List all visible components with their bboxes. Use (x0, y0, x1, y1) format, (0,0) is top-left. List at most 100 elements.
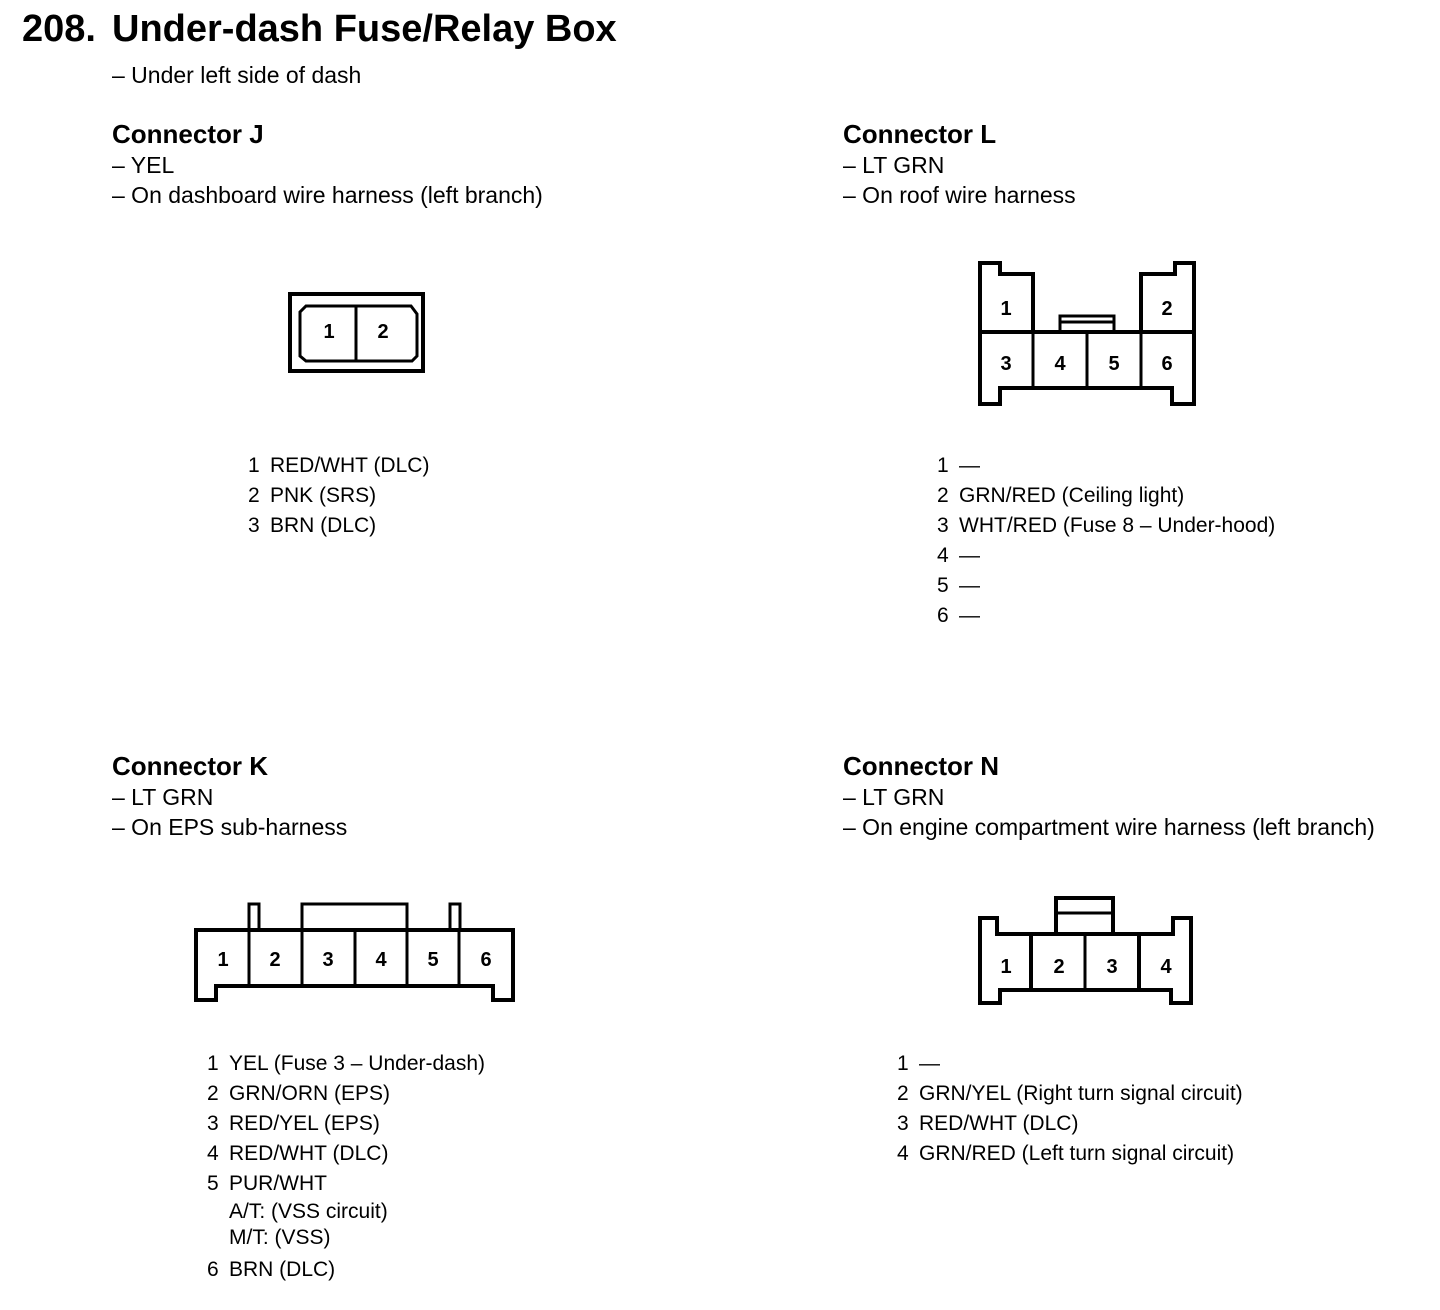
connector-k-post (448, 902, 462, 930)
connector-j-title: Connector J (112, 119, 264, 149)
pin-description: GRN/RED (Ceiling light) (959, 484, 1185, 507)
pin-number: 2 (897, 1082, 909, 1105)
pin-description: GRN/RED (Left turn signal circuit) (919, 1142, 1235, 1165)
pin-row: 3 BRN (DLC) (248, 511, 429, 541)
pin-description: — (919, 1052, 940, 1075)
pin-number: 1 (937, 454, 949, 477)
pin-row: 2 GRN/RED (Ceiling light) (937, 481, 1275, 511)
connector-l-cavity-3: 3 (1000, 353, 1011, 375)
connector-k-location: – On EPS sub-harness (112, 814, 348, 840)
connector-k-section: Connector K – LT GRN – On EPS sub-harnes… (112, 750, 347, 842)
pin-description: RED/WHT (DLC) (270, 454, 430, 477)
connector-n-section: Connector N – LT GRN – On engine compart… (843, 750, 1375, 842)
connector-l-location: – On roof wire harness (843, 182, 1076, 208)
page-subtitle: – Under left side of dash (112, 62, 362, 88)
connector-k-cavity-6: 6 (480, 949, 491, 971)
pin-number: 2 (207, 1082, 219, 1105)
pin-number: 3 (937, 514, 949, 537)
pin-row: 4 RED/WHT (DLC) (207, 1139, 485, 1169)
connector-l-section: Connector L – LT GRN – On roof wire harn… (843, 118, 1076, 210)
pin-row: 3 RED/WHT (DLC) (897, 1109, 1243, 1139)
connector-n-shell (978, 916, 1193, 1005)
pin-description: — (959, 544, 980, 567)
pin-number: 6 (937, 604, 949, 627)
connector-j-section: Connector J – YEL – On dashboard wire ha… (112, 118, 543, 210)
pin-row: 5 PUR/WHT A/T: (VSS circuit) M/T: (VSS) (207, 1169, 485, 1251)
connector-j-inner-shell (298, 304, 419, 363)
pin-row: 1— (937, 451, 1275, 481)
connector-k-color: – LT GRN (112, 784, 214, 810)
connector-n-cavity-4: 4 (1160, 956, 1172, 978)
connector-l-cavity-5: 5 (1108, 353, 1119, 375)
connector-n-cavity-3: 3 (1106, 956, 1117, 978)
pin-number: 4 (937, 544, 949, 567)
pin-sub-description: M/T: (VSS) (229, 1226, 331, 1249)
connector-j-location: – On dashboard wire harness (left branch… (112, 182, 543, 208)
connector-l-diagram: 1 2 3 4 5 6 (978, 261, 1196, 406)
pin-description: BRN (DLC) (270, 514, 377, 537)
pin-row: 6 BRN (DLC) (207, 1255, 485, 1285)
connector-k-diagram: 1 2 3 4 5 6 (194, 902, 515, 1002)
pin-number: 5 (937, 574, 949, 597)
connector-j-cavity-1: 1 (323, 321, 334, 343)
pin-number: 6 (207, 1258, 219, 1281)
pin-description: — (959, 574, 980, 597)
pin-number: 1 (897, 1052, 909, 1075)
connector-l-lock-tab (1058, 314, 1116, 334)
pin-description: GRN/YEL (Right turn signal circuit) (919, 1082, 1243, 1105)
pin-number: 1 (248, 454, 260, 477)
pin-description: BRN (DLC) (229, 1258, 336, 1281)
connector-l-cavity-6: 6 (1161, 353, 1172, 375)
connector-n-diagram: 1 2 3 4 (978, 896, 1193, 1005)
pin-number: 1 (207, 1052, 219, 1075)
connector-k-lock-tab (300, 902, 409, 930)
pin-number: 3 (897, 1112, 909, 1135)
pin-description: RED/WHT (DLC) (919, 1112, 1079, 1135)
connector-k-cavity-5: 5 (427, 949, 438, 971)
pin-description: RED/WHT (DLC) (229, 1142, 389, 1165)
pin-description: WHT/RED (Fuse 8 – Under-hood) (959, 514, 1276, 537)
pin-row: 4— (937, 541, 1275, 571)
pin-description: — (959, 604, 980, 627)
connector-k-title: Connector K (112, 751, 268, 781)
pin-row: 6— (937, 601, 1275, 631)
pin-description: YEL (Fuse 3 – Under-dash) (229, 1052, 486, 1075)
connector-k-post (247, 902, 261, 930)
pin-number: 4 (897, 1142, 909, 1165)
pin-row: 1 YEL (Fuse 3 – Under-dash) (207, 1049, 485, 1079)
pin-description: RED/YEL (EPS) (229, 1112, 380, 1135)
connector-n-title: Connector N (843, 751, 999, 781)
connector-l-cavity-1: 1 (1000, 298, 1011, 320)
connector-k-shell (194, 928, 515, 1002)
pin-number: 2 (937, 484, 949, 507)
connector-k-cavity-4: 4 (375, 949, 387, 971)
pin-number: 3 (248, 514, 260, 537)
pin-number: 4 (207, 1142, 219, 1165)
pin-row: 4 GRN/RED (Left turn signal circuit) (897, 1139, 1243, 1169)
connector-k-cavity-1: 1 (217, 949, 228, 971)
page-title: 208.Under-dash Fuse/Relay Box (22, 6, 617, 52)
connector-k-cavity-3: 3 (322, 949, 333, 971)
pin-number: 2 (248, 484, 260, 507)
pin-row: 2 GRN/YEL (Right turn signal circuit) (897, 1079, 1243, 1109)
pin-number: 5 (207, 1172, 219, 1195)
pin-description: — (959, 454, 980, 477)
connector-l-cavity-4: 4 (1054, 353, 1066, 375)
connector-k-cavity-2: 2 (269, 949, 280, 971)
pin-row: 5— (937, 571, 1275, 601)
connector-j-diagram: 1 2 (288, 292, 425, 373)
connector-n-color: – LT GRN (843, 784, 945, 810)
connector-n-lock-tab (1054, 896, 1115, 936)
pin-description: PUR/WHT (229, 1172, 327, 1195)
connector-l-cavity-2: 2 (1161, 298, 1172, 320)
page-title-text: Under-dash Fuse/Relay Box (112, 8, 617, 50)
pin-description-group: PUR/WHT A/T: (VSS circuit) M/T: (VSS) (229, 1169, 388, 1251)
connector-l-title: Connector L (843, 119, 997, 149)
connector-n-cavity-2: 2 (1053, 956, 1064, 978)
